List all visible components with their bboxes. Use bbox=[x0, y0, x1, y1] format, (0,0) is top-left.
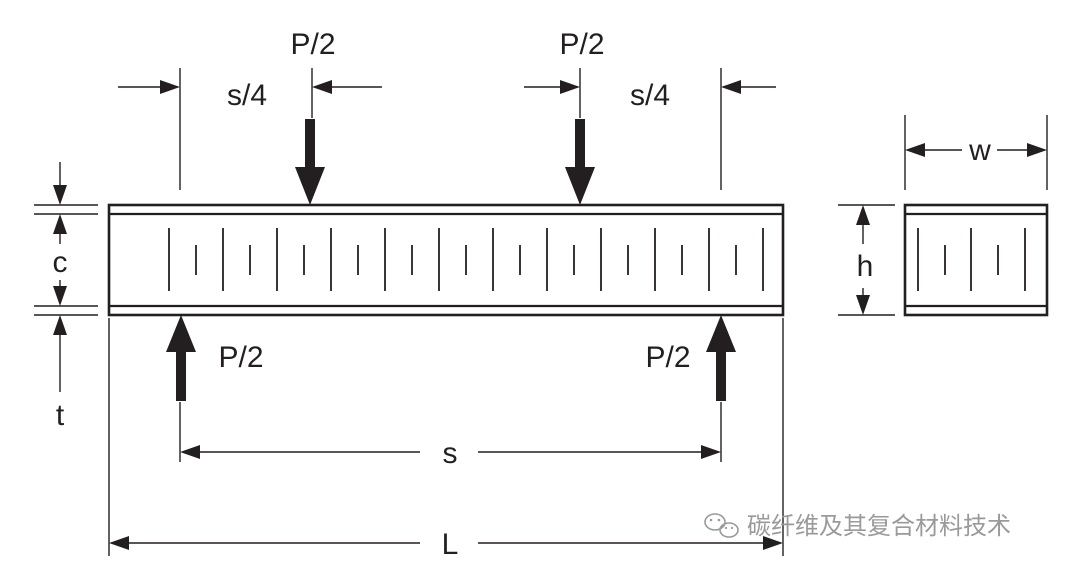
beam-side-view bbox=[107, 203, 785, 317]
dim-height bbox=[856, 205, 870, 315]
label-quarter-span-right: s/4 bbox=[630, 79, 670, 112]
label-quarter-span-left: s/4 bbox=[227, 79, 267, 112]
support-arrow-left bbox=[166, 315, 196, 401]
watermark: 碳纤维及其复合材料技术 bbox=[704, 512, 1011, 540]
label-support-left: P/2 bbox=[218, 341, 263, 374]
dim-skin-top bbox=[53, 162, 67, 244]
label-load-top-left: P/2 bbox=[290, 28, 335, 61]
label-width: w bbox=[968, 134, 991, 167]
section-core-ticks bbox=[917, 228, 1026, 291]
beam-cross-section bbox=[903, 203, 1049, 317]
label-core: c bbox=[53, 246, 68, 279]
label-height: h bbox=[857, 250, 874, 283]
beam-outline bbox=[107, 203, 785, 317]
label-load-top-right: P/2 bbox=[559, 28, 604, 61]
load-arrow-right bbox=[565, 119, 595, 205]
dim-length bbox=[109, 536, 783, 550]
support-arrow-right bbox=[706, 315, 736, 401]
label-support-right: P/2 bbox=[645, 341, 690, 374]
load-arrow-left bbox=[295, 119, 325, 205]
extension-lines bbox=[34, 68, 1048, 556]
dim-quarter-span-left bbox=[118, 80, 382, 94]
label-span: s bbox=[443, 437, 458, 470]
dim-width bbox=[905, 143, 1047, 157]
dim-quarter-span-right bbox=[524, 80, 776, 94]
label-skin-thickness: t bbox=[56, 399, 65, 432]
wechat-icon bbox=[704, 513, 739, 538]
label-length: L bbox=[442, 528, 459, 561]
dim-span bbox=[180, 445, 721, 459]
section-outline bbox=[903, 203, 1049, 317]
dim-skin-bottom bbox=[53, 315, 67, 392]
dim-core bbox=[53, 280, 67, 306]
watermark-text: 碳纤维及其复合材料技术 bbox=[747, 512, 1011, 540]
honeycomb-core-ticks bbox=[168, 228, 764, 291]
